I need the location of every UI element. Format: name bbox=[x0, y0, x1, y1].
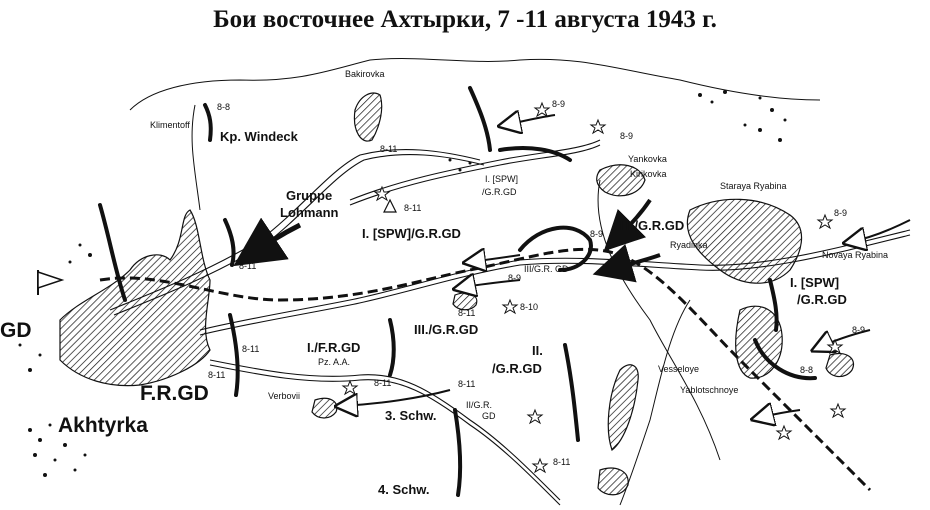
label-schw4: 4. Schw. bbox=[378, 482, 430, 497]
label-akhtyrka: Akhtyrka bbox=[58, 414, 148, 437]
label-kirikovka: Kirikovka bbox=[630, 169, 667, 179]
label-ii-grgd-1: II. bbox=[532, 343, 543, 358]
date-label: 8-9 bbox=[590, 229, 603, 239]
verbovii-town bbox=[311, 397, 338, 419]
arrow-center bbox=[470, 255, 521, 262]
date-label: 8-9 bbox=[552, 99, 565, 109]
label-klimentoff: Klimentoff bbox=[150, 120, 190, 130]
star-markers bbox=[341, 101, 847, 474]
arrow-east-1 bbox=[818, 329, 871, 348]
attack-arrows bbox=[233, 115, 911, 418]
rivers bbox=[129, 58, 821, 506]
kirikovka-town bbox=[596, 164, 646, 197]
label-verbovii: Verbovii bbox=[268, 391, 300, 401]
bakirovka-town bbox=[353, 92, 383, 142]
date-label: 8-11 bbox=[208, 370, 225, 380]
date-label: 8-8 bbox=[217, 102, 230, 112]
label-i-frgd: I./F.R.GD bbox=[307, 340, 360, 355]
arrow-west bbox=[342, 389, 451, 406]
label-ii-grgd-small-2: GD bbox=[482, 411, 496, 421]
date-label: 8-9 bbox=[620, 131, 633, 141]
date-label: 8-10 bbox=[520, 302, 538, 312]
front-spw-north bbox=[498, 146, 572, 162]
village-east bbox=[825, 352, 854, 378]
place-labels: Bakirovka Klimentoff Yankovka Kirikovka … bbox=[58, 69, 888, 437]
unit-labels: Kp. Windeck Gruppe Lohmann I. [SPW]/G.R.… bbox=[0, 129, 847, 497]
arrow-ne bbox=[850, 219, 911, 242]
label-ii-grgd-small-1: II/G.R. bbox=[466, 400, 492, 410]
label-lohmann: Lohmann bbox=[280, 205, 339, 220]
label-novaya-ryabina: Novaya Ryabina bbox=[822, 250, 888, 260]
date-label: 8-11 bbox=[458, 308, 475, 318]
label-gruppe: Gruppe bbox=[286, 188, 332, 203]
label-ii-grgd-2: /G.R.GD bbox=[492, 361, 542, 376]
front-east-2 bbox=[753, 338, 817, 381]
label-pz-aa: Pz. A.A. bbox=[318, 357, 350, 367]
front-lines bbox=[98, 86, 817, 497]
label-kp-windeck: Kp. Windeck bbox=[220, 129, 299, 144]
label-iii-grgd-small: III/G.R. GD bbox=[524, 264, 569, 274]
label-yankovka: Yankovka bbox=[628, 154, 667, 164]
staraya-ryabina-town bbox=[686, 198, 803, 284]
label-spw-east-1: I. [SPW] bbox=[790, 275, 839, 290]
arrow-ryadinka bbox=[592, 244, 661, 283]
arrow-center-2 bbox=[460, 280, 521, 288]
date-label: 8-11 bbox=[242, 344, 259, 354]
front-center-north bbox=[468, 86, 492, 152]
date-label: 8-11 bbox=[374, 378, 391, 388]
triangle-marker-icon bbox=[383, 198, 397, 213]
arrow-lohmann bbox=[233, 217, 302, 267]
date-label: 8-8 bbox=[800, 365, 813, 375]
date-label: 8-11 bbox=[380, 144, 397, 154]
front-lohmann bbox=[223, 218, 236, 267]
arrow-east-2 bbox=[758, 410, 801, 418]
date-label: 8-9 bbox=[834, 208, 847, 218]
label-spw-small-2: /G.R.GD bbox=[482, 187, 517, 197]
label-iii-grgd-ne: III./G.R.GD bbox=[620, 218, 684, 233]
label-staraya-ryabina: Staraya Ryabina bbox=[720, 181, 787, 191]
date-label: 8-11 bbox=[239, 261, 256, 271]
front-bridgehead bbox=[518, 225, 593, 272]
date-label: 8-11 bbox=[404, 203, 421, 213]
label-iii-grgd-center: III./G.R.GD bbox=[414, 322, 478, 337]
front-ii-grgd bbox=[563, 343, 580, 442]
front-schw bbox=[453, 408, 463, 497]
map-title: Бои восточнее Ахтырки, 7 -11 августа 194… bbox=[213, 6, 717, 33]
label-bakirovka: Bakirovka bbox=[345, 69, 385, 79]
front-gd-west bbox=[98, 203, 127, 302]
front-ifrgd bbox=[388, 318, 396, 377]
arrow-north bbox=[505, 115, 556, 125]
forest-patches bbox=[18, 90, 787, 477]
vesseloye-town bbox=[607, 364, 639, 451]
date-labels: 8-8 8-11 8-9 8-11 8-9 8-11 8-9 8-9 8-11 … bbox=[208, 99, 865, 467]
label-spw-east-2: /G.R.GD bbox=[797, 292, 847, 307]
date-label: 8-11 bbox=[553, 457, 570, 467]
label-ryadinka: Ryadinka bbox=[670, 240, 708, 250]
label-frgd: F.R.GD bbox=[140, 382, 209, 405]
arrow-grgd-east bbox=[603, 198, 652, 252]
gd-flag-icon bbox=[37, 270, 65, 295]
towns bbox=[59, 92, 854, 496]
village-south bbox=[597, 467, 629, 496]
date-label: 8-9 bbox=[852, 325, 865, 335]
label-yablotschnoye: Yablotschnoye bbox=[680, 385, 738, 395]
front-frgd bbox=[228, 313, 240, 397]
label-gd: GD bbox=[0, 319, 32, 342]
akhtyrka-town bbox=[59, 209, 211, 387]
label-vesseloye: Vesseloye bbox=[658, 364, 699, 374]
front-east bbox=[768, 278, 779, 332]
label-spw-small-1: I. [SPW] bbox=[485, 174, 518, 184]
date-label: 8-11 bbox=[458, 379, 475, 389]
date-label: 8-9 bbox=[508, 273, 521, 283]
front-windeck bbox=[203, 103, 213, 142]
label-schw3: 3. Schw. bbox=[385, 408, 437, 423]
label-spw-grgd: I. [SPW]/G.R.GD bbox=[362, 226, 461, 241]
